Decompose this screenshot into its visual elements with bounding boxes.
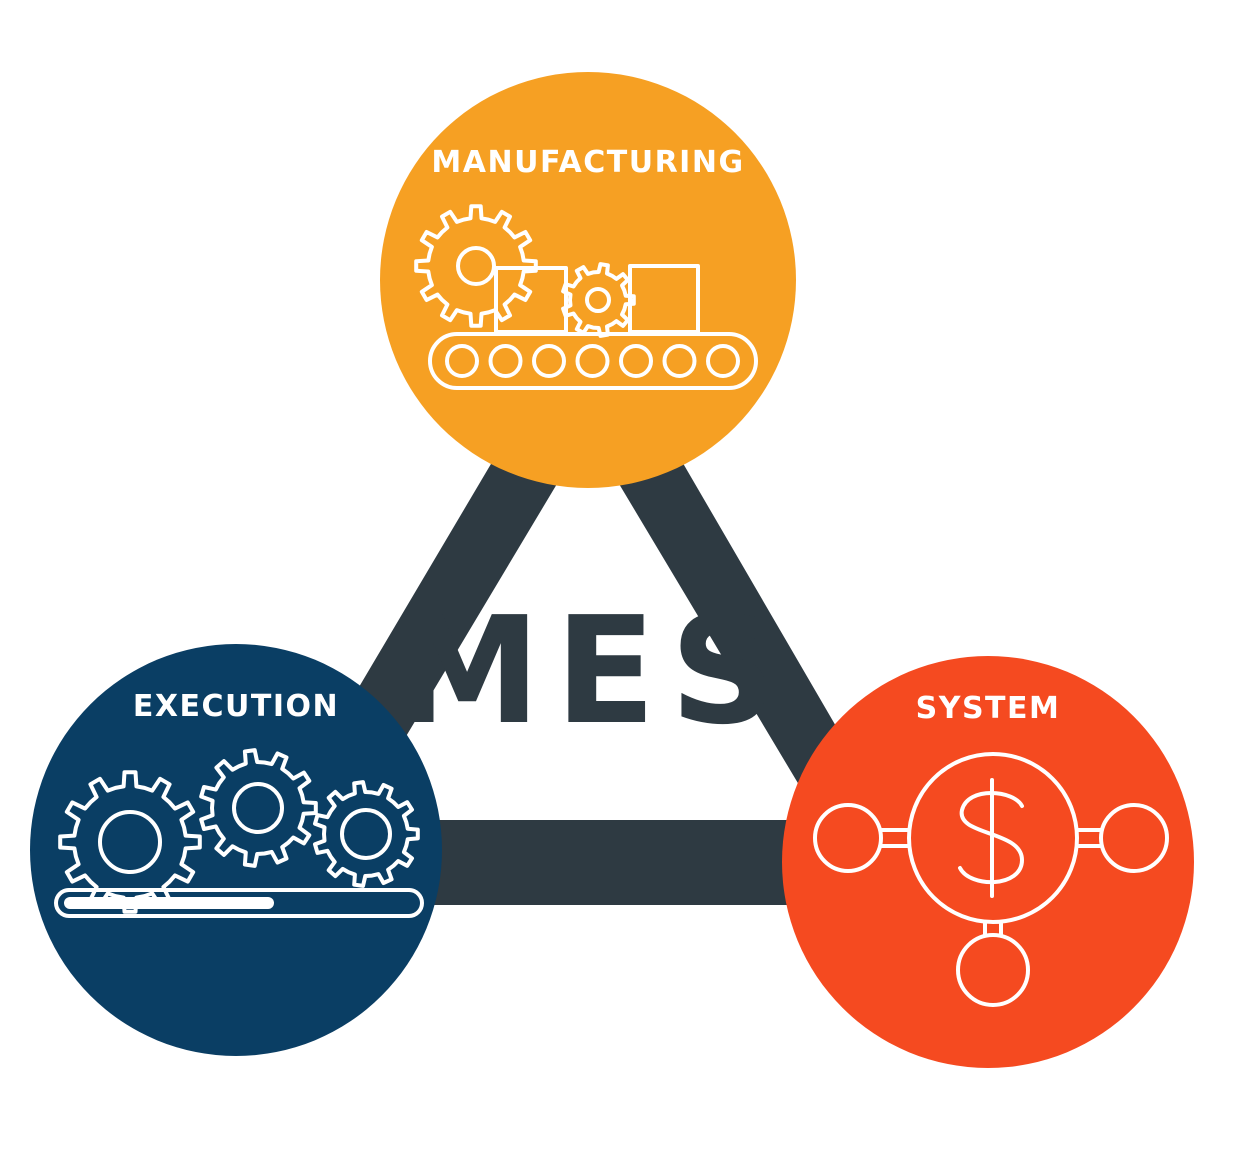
- gear-body: [414, 204, 538, 328]
- connector-left: [879, 828, 911, 848]
- roller: [532, 344, 566, 378]
- gear-icon: [58, 770, 202, 914]
- connector-right: [1075, 828, 1103, 848]
- roller: [575, 344, 610, 378]
- roller: [445, 344, 479, 378]
- system-circle: [782, 656, 1194, 1068]
- execution-label: EXECUTION: [133, 689, 339, 724]
- gear-icon: [199, 748, 318, 868]
- hub-circle: [907, 752, 1079, 924]
- gear-hole: [585, 287, 611, 313]
- gear-icon: [313, 780, 420, 888]
- gear-hole: [340, 808, 392, 860]
- gear-hole: [456, 246, 496, 286]
- gear-body: [199, 748, 318, 868]
- manufacturing-circle: [380, 72, 796, 488]
- roller: [662, 344, 697, 378]
- conveyor-rollers: [445, 344, 740, 378]
- manufacturing-label: MANUFACTURING: [431, 145, 744, 180]
- dollar-icon: [958, 778, 1024, 898]
- system-label: SYSTEM: [916, 691, 1061, 726]
- roller: [619, 344, 653, 378]
- execution-node: EXECUTION: [30, 644, 442, 1056]
- progress-track: [54, 888, 424, 918]
- system-node: SYSTEM: [782, 656, 1194, 1068]
- conveyor-belt-icon: [428, 332, 758, 390]
- roller: [488, 344, 523, 378]
- connector-bottom: [983, 920, 1003, 937]
- center-title: MES: [394, 585, 791, 757]
- gear-hole: [232, 782, 284, 834]
- conveyor-gears-icon: [414, 204, 758, 390]
- manufacturing-node: MANUFACTURING: [380, 72, 796, 488]
- gears-progress-icon: [54, 748, 424, 918]
- dollar-network-icon: [813, 752, 1169, 1007]
- node-circle-bottom: [956, 933, 1030, 1007]
- gear-body: [313, 780, 420, 888]
- node-circle-left: [813, 803, 883, 873]
- gear-icon: [414, 204, 538, 328]
- gear-hole: [98, 810, 162, 874]
- node-circle-right: [1099, 803, 1169, 873]
- roller: [706, 344, 740, 378]
- progress-fill: [64, 897, 274, 909]
- gear-body: [58, 770, 202, 914]
